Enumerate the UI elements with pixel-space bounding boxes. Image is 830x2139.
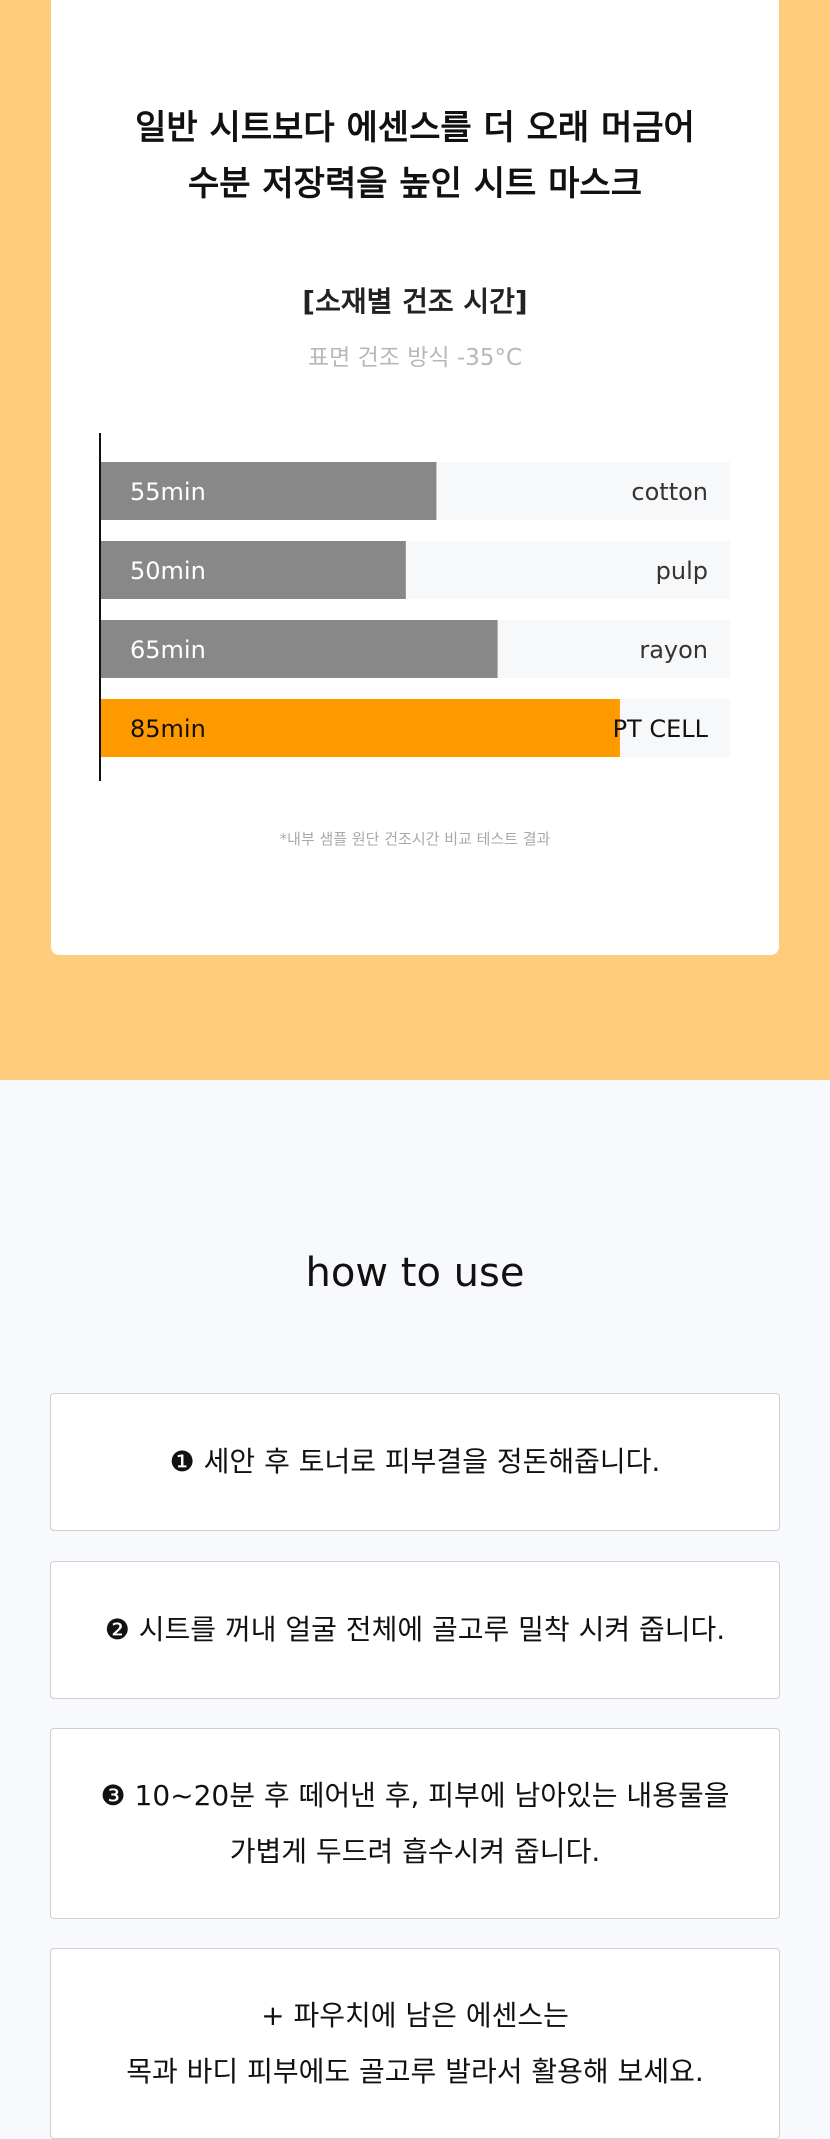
bar-category-label-1: pulp: [656, 557, 708, 585]
headline-line-1: 일반 시트보다 에센스를 더 오래 머금어: [135, 108, 695, 148]
chart-subtitle: 표면 건조 방식 -35°C: [307, 345, 523, 371]
step-3-line-2: 가볍게 두드려 흡수시켜 줍니다.: [229, 1834, 601, 1868]
bar-value-label-3: 85min: [130, 715, 206, 743]
bar-category-label-2: rayon: [639, 636, 708, 664]
how-to-use-title: how to use: [305, 1250, 525, 1296]
drying-time-bar-chart: 55min cotton 50min pulp 65min rayon 85min PT CE…: [99, 433, 730, 781]
bar-value-label-0: 55min: [130, 478, 206, 506]
chart-card: 일반 시트보다 에센스를 더 오래 머금어 수분 저장력을 높인 시트 마스크 …: [51, 0, 779, 955]
chart-footnote: *내부 샘플 원단 건조시간 비교 테스트 결과: [279, 830, 551, 848]
bar-1: [100, 541, 406, 599]
step-3-line-1: ❸ 10~20분 후 떼어낸 후, 피부에 남아있는 내용물을: [100, 1778, 730, 1812]
bar-0: [100, 462, 437, 520]
step-1-box: ❶ 세안 후 토너로 피부결을 정돈해줍니다.: [50, 1393, 780, 1531]
step-4-line-2: 목과 바디 피부에도 골고루 발라서 활용해 보세요.: [126, 2054, 704, 2088]
bar-category-label-0: cotton: [631, 478, 708, 506]
step-4-line-1: + 파우치에 남은 에센스는: [261, 1998, 569, 2032]
headline-line-2: 수분 저장력을 높인 시트 마스크: [188, 164, 642, 204]
step-2-box: ❷ 시트를 꺼내 얼굴 전체에 골고루 밀착 시켜 줍니다.: [50, 1561, 780, 1699]
step-1-line-1: ❶ 세안 후 토너로 피부결을 정돈해줍니다.: [169, 1445, 661, 1478]
step-4-box: + 파우치에 남은 에센스는 목과 바디 피부에도 골고루 발라서 활용해 보세…: [50, 1948, 780, 2139]
how-to-use-section: how to use ❶ 세안 후 토너로 피부결을 정돈해줍니다. ❷ 시트를…: [0, 1080, 830, 2139]
bar-2: [100, 620, 498, 678]
step-2-line-1: ❷ 시트를 꺼내 얼굴 전체에 골고루 밀착 시켜 줍니다.: [104, 1613, 726, 1646]
chart-title: [소재별 건조 시간]: [302, 285, 528, 318]
bar-value-label-1: 50min: [130, 557, 206, 585]
bar-value-label-2: 65min: [130, 636, 206, 664]
top-section: 일반 시트보다 에센스를 더 오래 머금어 수분 저장력을 높인 시트 마스크 …: [0, 0, 830, 1080]
bar-3: [100, 699, 620, 757]
bar-category-label-3: PT CELL: [613, 715, 709, 743]
step-3-box: ❸ 10~20분 후 떼어낸 후, 피부에 남아있는 내용물을 가볍게 두드려 …: [50, 1728, 780, 1919]
